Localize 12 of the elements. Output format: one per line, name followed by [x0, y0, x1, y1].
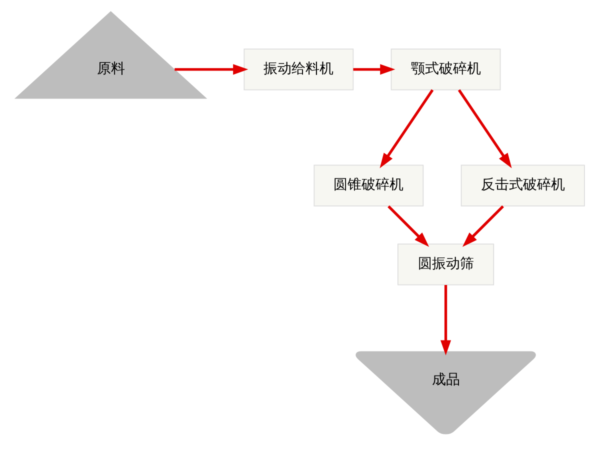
arrow	[380, 89, 434, 168]
node-box: 颚式破碎机	[390, 48, 501, 90]
node-box: 振动给料机	[244, 48, 354, 90]
arrow	[174, 64, 248, 75]
node-box: 圆锥破碎机	[314, 164, 424, 206]
arrow	[440, 284, 452, 356]
arrow	[388, 205, 430, 247]
arrow	[462, 205, 504, 247]
node-box: 圆振动筛	[397, 244, 494, 286]
node-box: 反击式破碎机	[460, 164, 585, 206]
arrow	[458, 89, 512, 168]
arrow	[353, 64, 396, 75]
